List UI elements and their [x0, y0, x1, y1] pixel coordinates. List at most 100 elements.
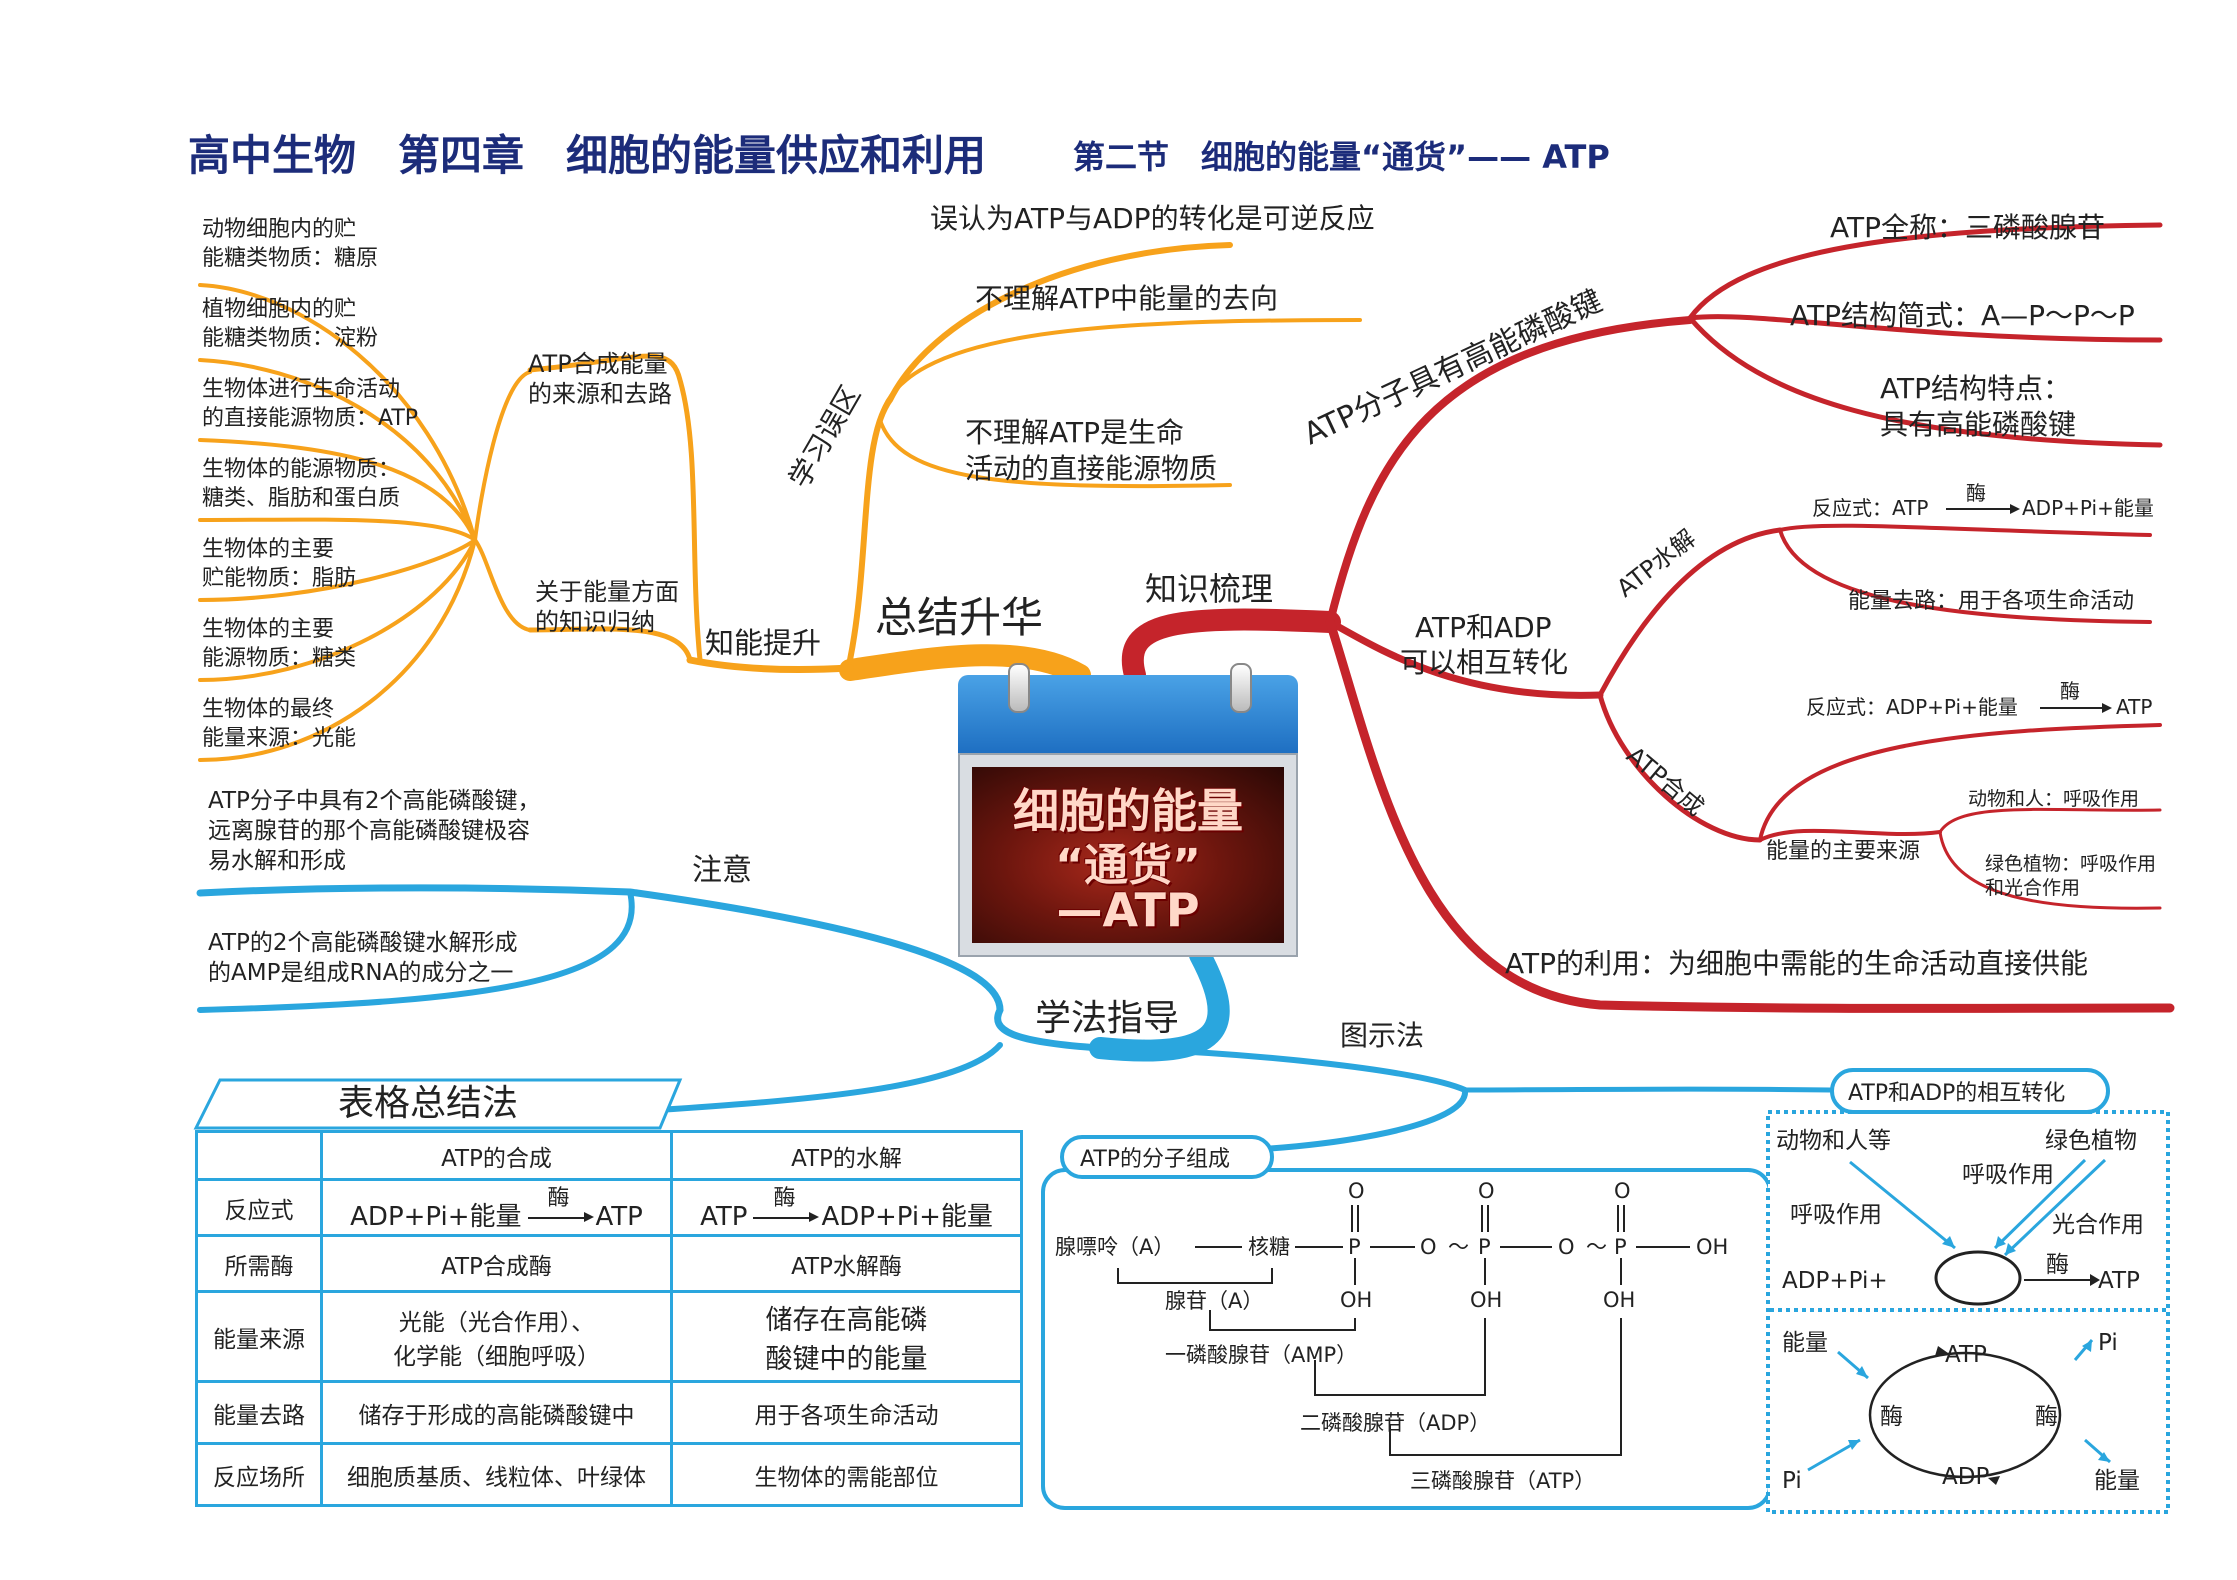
amp-label: 一磷酸腺苷（AMP）	[1165, 1343, 1357, 1367]
atp-formula: ATP结构简式：A—P～P～P	[1790, 299, 2135, 332]
syn-reaction-left: 反应式：ADP+Pi+能量	[1806, 695, 2018, 719]
interconvert-l2: 可以相互转化	[1400, 646, 1568, 679]
syn-arrowhead	[2102, 703, 2112, 713]
bond-2: ～	[1586, 1235, 1607, 1259]
leaf-4-l1: 生物体的主要	[202, 537, 334, 562]
cell-line: 酸键中的能量	[765, 1343, 928, 1375]
adenosine-label: 腺苷（A）	[1165, 1289, 1263, 1313]
molecule-box	[1041, 1168, 1772, 1510]
table-header-empty	[195, 1130, 323, 1181]
hydroxyl-1: OH	[1340, 1288, 1372, 1312]
leaf-2-l1: 生物体进行生命活动	[202, 377, 400, 402]
hydro-reaction-left: 反应式：ATP	[1812, 496, 1928, 520]
page-title: 高中生物 第四章 细胞的能量供应和利用	[188, 131, 986, 180]
cycle-atp: ATP	[1945, 1342, 1987, 1368]
cell-line: 光能（光合作用）、	[398, 1309, 595, 1336]
conversion-arrowheads	[1848, 1236, 2110, 1462]
table-title-box	[193, 1078, 683, 1130]
note1-l2: 远离腺苷的那个高能磷酸键极容	[208, 818, 530, 844]
molecule-brackets	[1117, 1268, 1622, 1456]
misconception-1: 误认为ATP与ADP的转化是可逆反应	[930, 202, 1375, 235]
hyd-enzyme: 酶	[773, 1186, 796, 1211]
synth-source-line2: 的来源和去路	[528, 380, 672, 408]
misconception-label: 学习误区	[782, 380, 867, 494]
highbond-label: ATP分子具有高能磷酸键	[1299, 283, 1608, 452]
calendar-ring-left	[1008, 663, 1030, 713]
atp-feature-l1: ATP结构特点：	[1880, 372, 2071, 405]
leaf-3-l1: 生物体的能源物质：	[202, 457, 400, 482]
center-title-l1: 细胞的能量	[1013, 784, 1243, 838]
cell-synthesis: 储存于形成的高能磷酸键中	[320, 1380, 673, 1445]
note1-l3: 易水解和形成	[208, 848, 346, 874]
source-plant-l2: 和光合作用	[1985, 877, 2080, 899]
leaf-1-l2: 能糖类物质：淀粉	[202, 326, 378, 351]
atp-label: 三磷酸腺苷（ATP）	[1410, 1469, 1595, 1493]
adenine: 腺嘌呤（A）	[1055, 1235, 1174, 1259]
energy-source-label: 能量的主要来源	[1766, 839, 1920, 864]
conv-enzyme: 酶	[2046, 1252, 2069, 1278]
note-label: 注意	[692, 853, 752, 888]
hyd-right: ADP+Pi+能量	[821, 1202, 993, 1232]
table-row: 反应场所 细胞质基质、线粒体、叶绿体 生物体的需能部位	[195, 1442, 1023, 1507]
table-row: 能量去路 储存于形成的高能磷酸键中 用于各项生命活动	[195, 1380, 1023, 1445]
oxygen-link-2: O	[1558, 1235, 1575, 1259]
ability-label: 知能提升	[705, 626, 821, 660]
misconception-3-l2: 活动的直接能源物质	[965, 452, 1217, 485]
conv-adp: ADP+Pi+	[1782, 1268, 1888, 1294]
oxygen-2: O	[1478, 1179, 1495, 1203]
table-header-hydrolysis: ATP的水解	[670, 1130, 1023, 1181]
atp-fullname: ATP全称：三磷酸腺苷	[1830, 211, 2105, 244]
molecule-structure: 腺嘌呤（A） 核糖 P O OH O ～ P O OH O ～ P O OH O…	[1055, 1179, 1728, 1312]
conversion-cycle: 能量 ATP Pi 酶 酶 Pi ADP 能量	[1782, 1330, 2140, 1494]
knowledge-branch-lines	[1121, 222, 2175, 1013]
conversion-title-pill	[1830, 1068, 2110, 1114]
syn-enzyme: 酶	[2060, 679, 2080, 703]
hydrolysis-label: ATP水解	[1611, 524, 1700, 603]
conversion-title: ATP和ADP的相互转化	[1848, 1081, 2065, 1106]
cell-line: 化学能（细胞呼吸）	[393, 1343, 600, 1370]
table-title: 表格总结法	[338, 1083, 518, 1124]
hydro-enzyme: 酶	[1966, 481, 1986, 505]
cycle-energy-in: 能量	[1782, 1330, 1828, 1356]
cell-synthesis: 细胞质基质、线粒体、叶绿体	[320, 1442, 673, 1507]
oxygen-3: O	[1614, 1179, 1631, 1203]
adp-label: 二磷酸腺苷（ADP）	[1300, 1411, 1490, 1435]
phosphate-2: P	[1478, 1235, 1491, 1259]
cycle-energy-out: 能量	[2094, 1468, 2140, 1494]
conv-atp: ATP	[2098, 1268, 2140, 1294]
leaf-4-l2: 贮能物质：脂肪	[202, 566, 356, 591]
atp-use: ATP的利用：为细胞中需能的生命活动直接供能	[1505, 947, 2088, 980]
row-label: 能量去路	[195, 1380, 323, 1445]
method-branch-label: 学法指导	[1035, 998, 1179, 1039]
row-label: 反应式	[195, 1178, 323, 1237]
calendar-top	[958, 663, 1298, 753]
calendar-image: 细胞的能量 “通货” —ATP	[972, 767, 1284, 943]
hydro-energy-use: 能量去路：用于各项生命活动	[1848, 589, 2134, 614]
leaf-3-l2: 糖类、脂肪和蛋白质	[202, 486, 400, 511]
leaf-2-l2: 的直接能源物质：ATP	[202, 406, 418, 431]
center-title-l2: “通货”	[1055, 840, 1201, 891]
table-row: 能量来源 光能（光合作用）、化学能（细胞呼吸） 储存在高能磷酸键中的能量	[195, 1290, 1023, 1383]
table-header-row: ATP的合成 ATP的水解	[195, 1130, 1023, 1181]
oxygen-1: O	[1348, 1179, 1365, 1203]
conv-plant-resp: 呼吸作用	[1962, 1162, 2054, 1188]
misconception-2: 不理解ATP中能量的去向	[975, 282, 1278, 315]
table-row: 所需酶 ATP合成酶 ATP水解酶	[195, 1234, 1023, 1293]
center-title-l3: —ATP	[1056, 883, 1200, 937]
leaf-5-l1: 生物体的主要	[202, 617, 334, 642]
leaf-5-l2: 能源物质：糖类	[202, 646, 356, 671]
summary-branch-label: 总结升华	[875, 593, 1043, 642]
energy-ellipse	[1934, 1250, 2022, 1306]
syn-enzyme: 酶	[547, 1186, 570, 1211]
leaf-0-l1: 动物细胞内的贮	[202, 217, 356, 242]
cell-hydrolysis: 用于各项生命活动	[670, 1380, 1023, 1445]
table-header-synthesis: ATP的合成	[320, 1130, 673, 1181]
conv-photo: 光合作用	[2052, 1212, 2144, 1238]
molecule-title: ATP的分子组成	[1080, 1147, 1230, 1172]
